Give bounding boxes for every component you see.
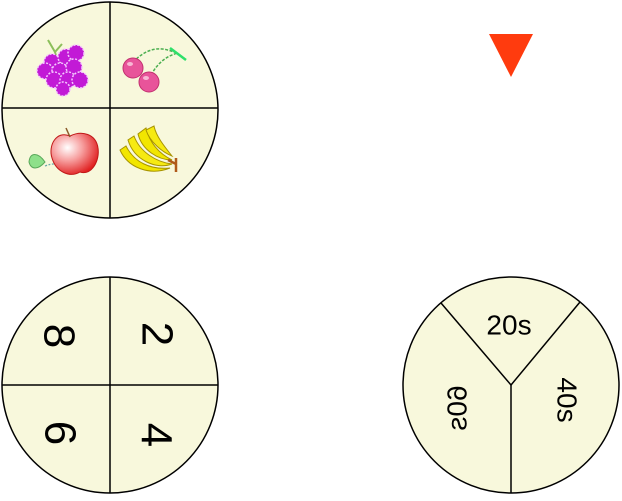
grapes-icon <box>36 39 89 97</box>
number-sector-label: 8 <box>35 324 84 348</box>
time-sector-label: 40s <box>552 377 583 422</box>
pointer-triangle-icon <box>489 34 533 77</box>
apple-icon <box>28 127 99 175</box>
number-spinner[interactable]: 8 2 6 4 <box>1 276 219 494</box>
number-sector-label: 4 <box>132 423 181 447</box>
bananas-icon <box>119 125 178 172</box>
number-sector-label: 6 <box>36 421 85 445</box>
number-sector-label: 2 <box>133 322 182 346</box>
time-spinner-divider <box>440 302 512 386</box>
cherries-icon <box>122 47 187 93</box>
fruit-spinner[interactable] <box>1 1 219 219</box>
time-sector-label: 60s <box>442 385 473 430</box>
time-spinner-divider <box>510 301 581 386</box>
time-spinner[interactable]: 20s 40s 60s <box>402 276 620 494</box>
time-sector-label: 20s <box>486 310 531 341</box>
